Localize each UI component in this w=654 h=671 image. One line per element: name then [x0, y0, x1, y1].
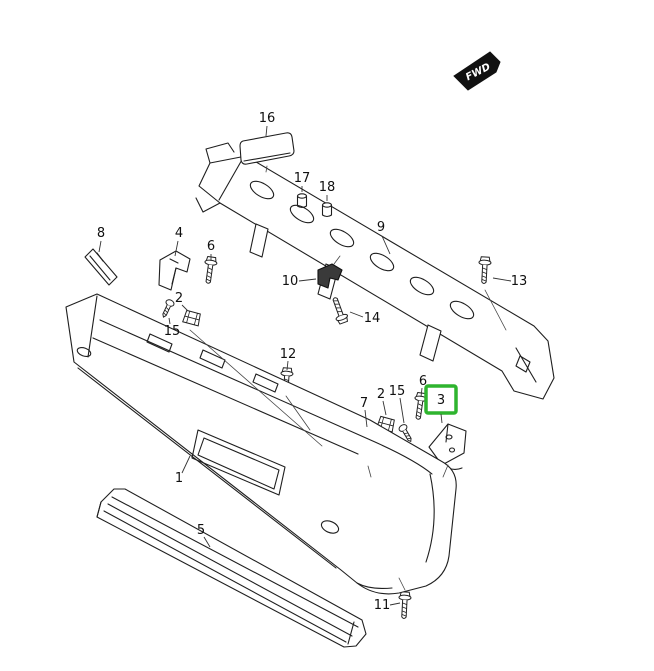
callout-15-left: 15 — [164, 317, 181, 339]
callout-12: 12 — [280, 347, 297, 371]
part-10-clamp — [317, 263, 343, 289]
part-label-2-left: 2 — [175, 291, 183, 306]
rail-end-details — [195, 142, 537, 383]
part-label-12: 12 — [280, 347, 297, 362]
part-4-bracket — [158, 250, 191, 291]
callout-15-right: 15 — [389, 384, 406, 424]
part-9-rail — [195, 142, 555, 400]
part-label-7: 7 — [360, 396, 368, 411]
part-16-pad — [239, 132, 295, 165]
callout-1: 1 — [175, 455, 191, 486]
fwd-arrow-icon — [453, 51, 501, 91]
part-1-bumper — [65, 293, 457, 595]
rail-band — [198, 155, 555, 400]
callout-2-left: 2 — [175, 291, 189, 312]
callout-17: 17 — [294, 171, 311, 192]
part-label-6-left: 6 — [207, 239, 215, 254]
part-18-pin — [321, 202, 333, 218]
callout-6-right: 6 — [419, 374, 427, 398]
callout-7: 7 — [360, 396, 368, 428]
part-label-11: 11 — [374, 598, 391, 613]
part-label-1: 1 — [175, 471, 183, 486]
part-label-5: 5 — [197, 523, 205, 538]
part-5-step-plate — [96, 488, 367, 648]
part-11-bolt — [397, 591, 412, 620]
callout-4: 4 — [174, 226, 183, 257]
highlight-box[interactable] — [424, 384, 458, 415]
callout-11: 11 — [374, 598, 401, 613]
part-15-screw-left — [159, 298, 176, 320]
callout-2-right: 2 — [377, 387, 387, 416]
part-label-9: 9 — [377, 220, 385, 235]
part-label-3: 3 — [437, 393, 445, 408]
callout-8: 8 — [97, 226, 105, 253]
part-label-2-right: 2 — [377, 387, 385, 402]
bumper-outline — [65, 293, 457, 595]
part-2-clip-left — [182, 309, 202, 327]
callout-9: 9 — [377, 220, 391, 255]
assembly-lines — [189, 165, 507, 591]
part-label-15-left: 15 — [164, 324, 181, 339]
callout-14: 14 — [349, 311, 381, 326]
fwd-indicator: FWD — [453, 51, 501, 91]
callout-10: 10 — [282, 274, 317, 289]
part-13-bolt — [477, 256, 492, 285]
callout-5: 5 — [197, 523, 211, 548]
callout-6-left: 6 — [207, 239, 215, 261]
target-highlight[interactable]: 3 — [424, 384, 458, 424]
part-17-pin — [296, 193, 308, 209]
callout-18: 18 — [319, 180, 336, 201]
part-label-6-right: 6 — [419, 374, 427, 389]
part-label-8: 8 — [97, 226, 105, 241]
part-label-10: 10 — [282, 274, 299, 289]
part-6-bolt-left — [201, 255, 219, 285]
part-label-4: 4 — [175, 226, 183, 241]
bumper-details — [76, 295, 435, 589]
part-label-18: 18 — [319, 180, 336, 195]
part-label-16: 16 — [259, 111, 276, 126]
callout-16: 16 — [259, 111, 276, 137]
callout-13: 13 — [492, 274, 528, 289]
part-label-15-right: 15 — [389, 384, 406, 399]
part-label-13: 13 — [511, 274, 528, 289]
part-8-bracket — [84, 248, 118, 286]
part-label-14: 14 — [364, 311, 381, 326]
part-14-bolt — [328, 295, 350, 326]
part-label-17: 17 — [294, 171, 311, 186]
